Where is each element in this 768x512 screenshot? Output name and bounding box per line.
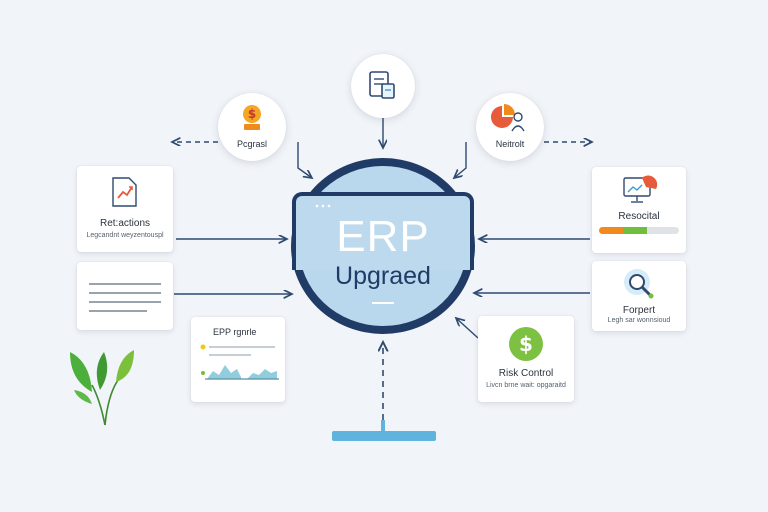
trend-chart-icon (112, 177, 137, 207)
hub-screen (292, 192, 474, 270)
node-network-label: Neitrolt (495, 139, 525, 149)
node-resocital[interactable]: Resocital (592, 167, 686, 253)
node-payment-label: Pcgrasl (236, 139, 267, 149)
node-forpert-subtitle: Legh sar wonnsioud (607, 317, 671, 324)
node-report-list[interactable] (77, 262, 173, 330)
pie-chart-person-icon (491, 104, 525, 132)
node-reflections-subtitle: Legcandnt weyzentouspl (86, 232, 164, 239)
node-reflections[interactable]: Ret:actions Legcandnt weyzentouspl (77, 166, 173, 252)
node-payment[interactable]: $ Pcgrasl (218, 93, 286, 161)
stand-base (332, 431, 436, 441)
document-clipboard-icon (369, 71, 395, 99)
arrow-payment-to-hub (297, 142, 312, 178)
node-reflections-title: Ret:actions (99, 218, 151, 229)
svg-text:$: $ (248, 107, 256, 121)
node-forpert-title: Forpert (622, 305, 656, 316)
screen-dots-icon (315, 204, 331, 208)
text-lines-icon (89, 283, 161, 312)
node-erp-graph-title: EPP rgnrle (213, 327, 257, 337)
node-risk-control-title: Risk Control (498, 368, 554, 379)
node-resocital-progress (599, 227, 679, 234)
dollar-coin-icon: $ (243, 105, 261, 130)
dollar-circle-icon: $ (509, 327, 543, 361)
node-document[interactable] (351, 54, 415, 118)
progress-segment-green (623, 227, 647, 234)
node-resocital-title: Resocital (618, 211, 660, 222)
node-erp-graph[interactable]: EPP rgnrle (191, 317, 285, 402)
arrow-risk-to-hub (456, 318, 479, 339)
svg-text:$: $ (519, 332, 533, 356)
node-network[interactable]: Neitrolt (476, 93, 544, 161)
node-risk-control[interactable]: $ Risk Control Livcn brne wait: opgarait… (478, 316, 574, 402)
node-forpert[interactable]: Forpert Legh sar wonnsioud (592, 261, 686, 331)
magnifier-icon (624, 269, 654, 299)
node-risk-control-subtitle: Livcn brne wait: opgaraitd (486, 382, 566, 389)
area-chart-icon (200, 344, 279, 380)
hub-title: ERP (336, 212, 430, 261)
monitor-chart-icon (623, 175, 658, 203)
hub-underline (372, 302, 394, 304)
arrow-network-to-hub (454, 142, 467, 178)
hub-subtitle: Upgraed (335, 262, 431, 290)
progress-segment-orange (599, 227, 623, 234)
